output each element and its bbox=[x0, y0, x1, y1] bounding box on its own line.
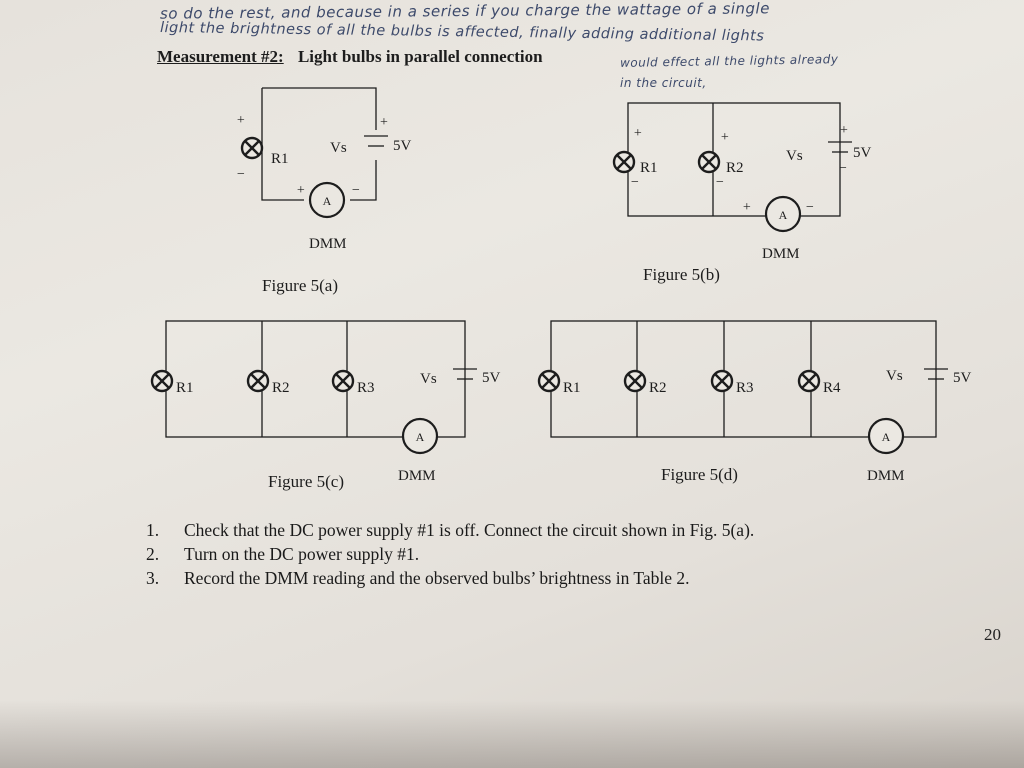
source-polarity-marks: + + − bbox=[380, 115, 848, 176]
r2-label-fig-b: R2 bbox=[726, 160, 744, 176]
r1-label-fig-d: R1 bbox=[563, 380, 581, 396]
svg-text:+: + bbox=[296, 183, 305, 198]
figure-5a-circuit bbox=[240, 87, 388, 219]
svg-text:−: − bbox=[630, 175, 639, 190]
handwritten-note-line-4: in the circuit, bbox=[620, 76, 707, 90]
source-value-fig-c: 5V bbox=[482, 370, 501, 386]
bulb-r2-fig-c bbox=[246, 369, 270, 393]
instruction-list: 1. Check that the DC power supply #1 is … bbox=[146, 518, 754, 590]
ammeter-fig-b bbox=[764, 195, 802, 233]
ammeter-fig-d bbox=[867, 417, 905, 455]
svg-text:+: + bbox=[742, 200, 751, 215]
dmm-label-fig-c: DMM bbox=[398, 468, 436, 484]
instruction-step: 2. Turn on the DC power supply #1. bbox=[146, 543, 420, 564]
r4-label-fig-d: R4 bbox=[823, 380, 841, 396]
figure-5d-circuit bbox=[537, 320, 948, 455]
bulb-r1-fig-b bbox=[612, 150, 636, 174]
polarity-marks: + − + − + + − − + − bbox=[236, 113, 814, 215]
dmm-label-fig-a: DMM bbox=[309, 236, 347, 252]
ammeter-label-fig-b: A bbox=[779, 208, 788, 222]
svg-text:−: − bbox=[805, 200, 814, 215]
ammeter-fig-c bbox=[401, 417, 439, 455]
caption-fig-d: Figure 5(d) bbox=[661, 465, 738, 484]
ammeter-label-fig-d: A bbox=[882, 430, 891, 444]
bulb-r1-fig-d bbox=[537, 369, 561, 393]
svg-text:−: − bbox=[839, 161, 847, 176]
caption-fig-a: Figure 5(a) bbox=[262, 276, 339, 295]
r1-label-fig-b: R1 bbox=[640, 160, 658, 176]
source-value-fig-d: 5V bbox=[953, 370, 972, 386]
dmm-label-fig-b: DMM bbox=[762, 246, 800, 262]
heading-label: Measurement #2: bbox=[157, 47, 284, 66]
svg-text:−: − bbox=[236, 167, 245, 182]
svg-text:+: + bbox=[840, 123, 848, 138]
source-value-fig-b: 5V bbox=[853, 145, 872, 161]
page-number: 20 bbox=[984, 625, 1001, 644]
r3-label-fig-d: R3 bbox=[736, 380, 754, 396]
source-value-fig-a: 5V bbox=[393, 138, 412, 154]
r2-label-fig-c: R2 bbox=[272, 380, 290, 396]
instruction-step: 1. Check that the DC power supply #1 is … bbox=[146, 519, 755, 540]
svg-text:+: + bbox=[633, 126, 642, 141]
section-heading: Measurement #2: Light bulbs in parallel … bbox=[157, 47, 543, 67]
bulb-r1-fig-a bbox=[240, 136, 264, 160]
vs-label-fig-c: Vs bbox=[420, 371, 437, 387]
bulb-r2-fig-d bbox=[623, 369, 647, 393]
vs-label-fig-b: Vs bbox=[786, 148, 803, 164]
r2-label-fig-d: R2 bbox=[649, 380, 667, 396]
bulb-r2-fig-b bbox=[697, 150, 721, 174]
dmm-label-fig-d: DMM bbox=[867, 468, 905, 484]
r1-label-fig-a: R1 bbox=[271, 151, 289, 167]
bulb-r1-fig-c bbox=[150, 369, 174, 393]
bulb-r3-fig-d bbox=[710, 369, 734, 393]
figure-5b-circuit bbox=[612, 102, 852, 233]
r3-label-fig-c: R3 bbox=[357, 380, 375, 396]
svg-text:+: + bbox=[380, 115, 388, 130]
vs-label-fig-d: Vs bbox=[886, 368, 903, 384]
ammeter-fig-a bbox=[308, 181, 346, 219]
vs-label-fig-a: Vs bbox=[330, 140, 347, 156]
bulb-r3-fig-c bbox=[331, 369, 355, 393]
svg-text:−: − bbox=[351, 183, 360, 198]
caption-fig-b: Figure 5(b) bbox=[643, 265, 720, 284]
svg-text:−: − bbox=[715, 175, 724, 190]
svg-text:+: + bbox=[720, 130, 729, 145]
ammeter-label-fig-a: A bbox=[323, 194, 332, 208]
caption-fig-c: Figure 5(c) bbox=[268, 472, 345, 491]
photo-shadow bbox=[0, 700, 1024, 768]
ammeter-label-fig-c: A bbox=[416, 430, 425, 444]
instruction-step: 3. Record the DMM reading and the observ… bbox=[146, 567, 690, 588]
heading-text: Light bulbs in parallel connection bbox=[297, 47, 543, 66]
figure-5c-circuit bbox=[150, 320, 477, 455]
r1-label-fig-c: R1 bbox=[176, 380, 194, 396]
bulb-r4-fig-d bbox=[797, 369, 821, 393]
svg-text:+: + bbox=[236, 113, 245, 128]
